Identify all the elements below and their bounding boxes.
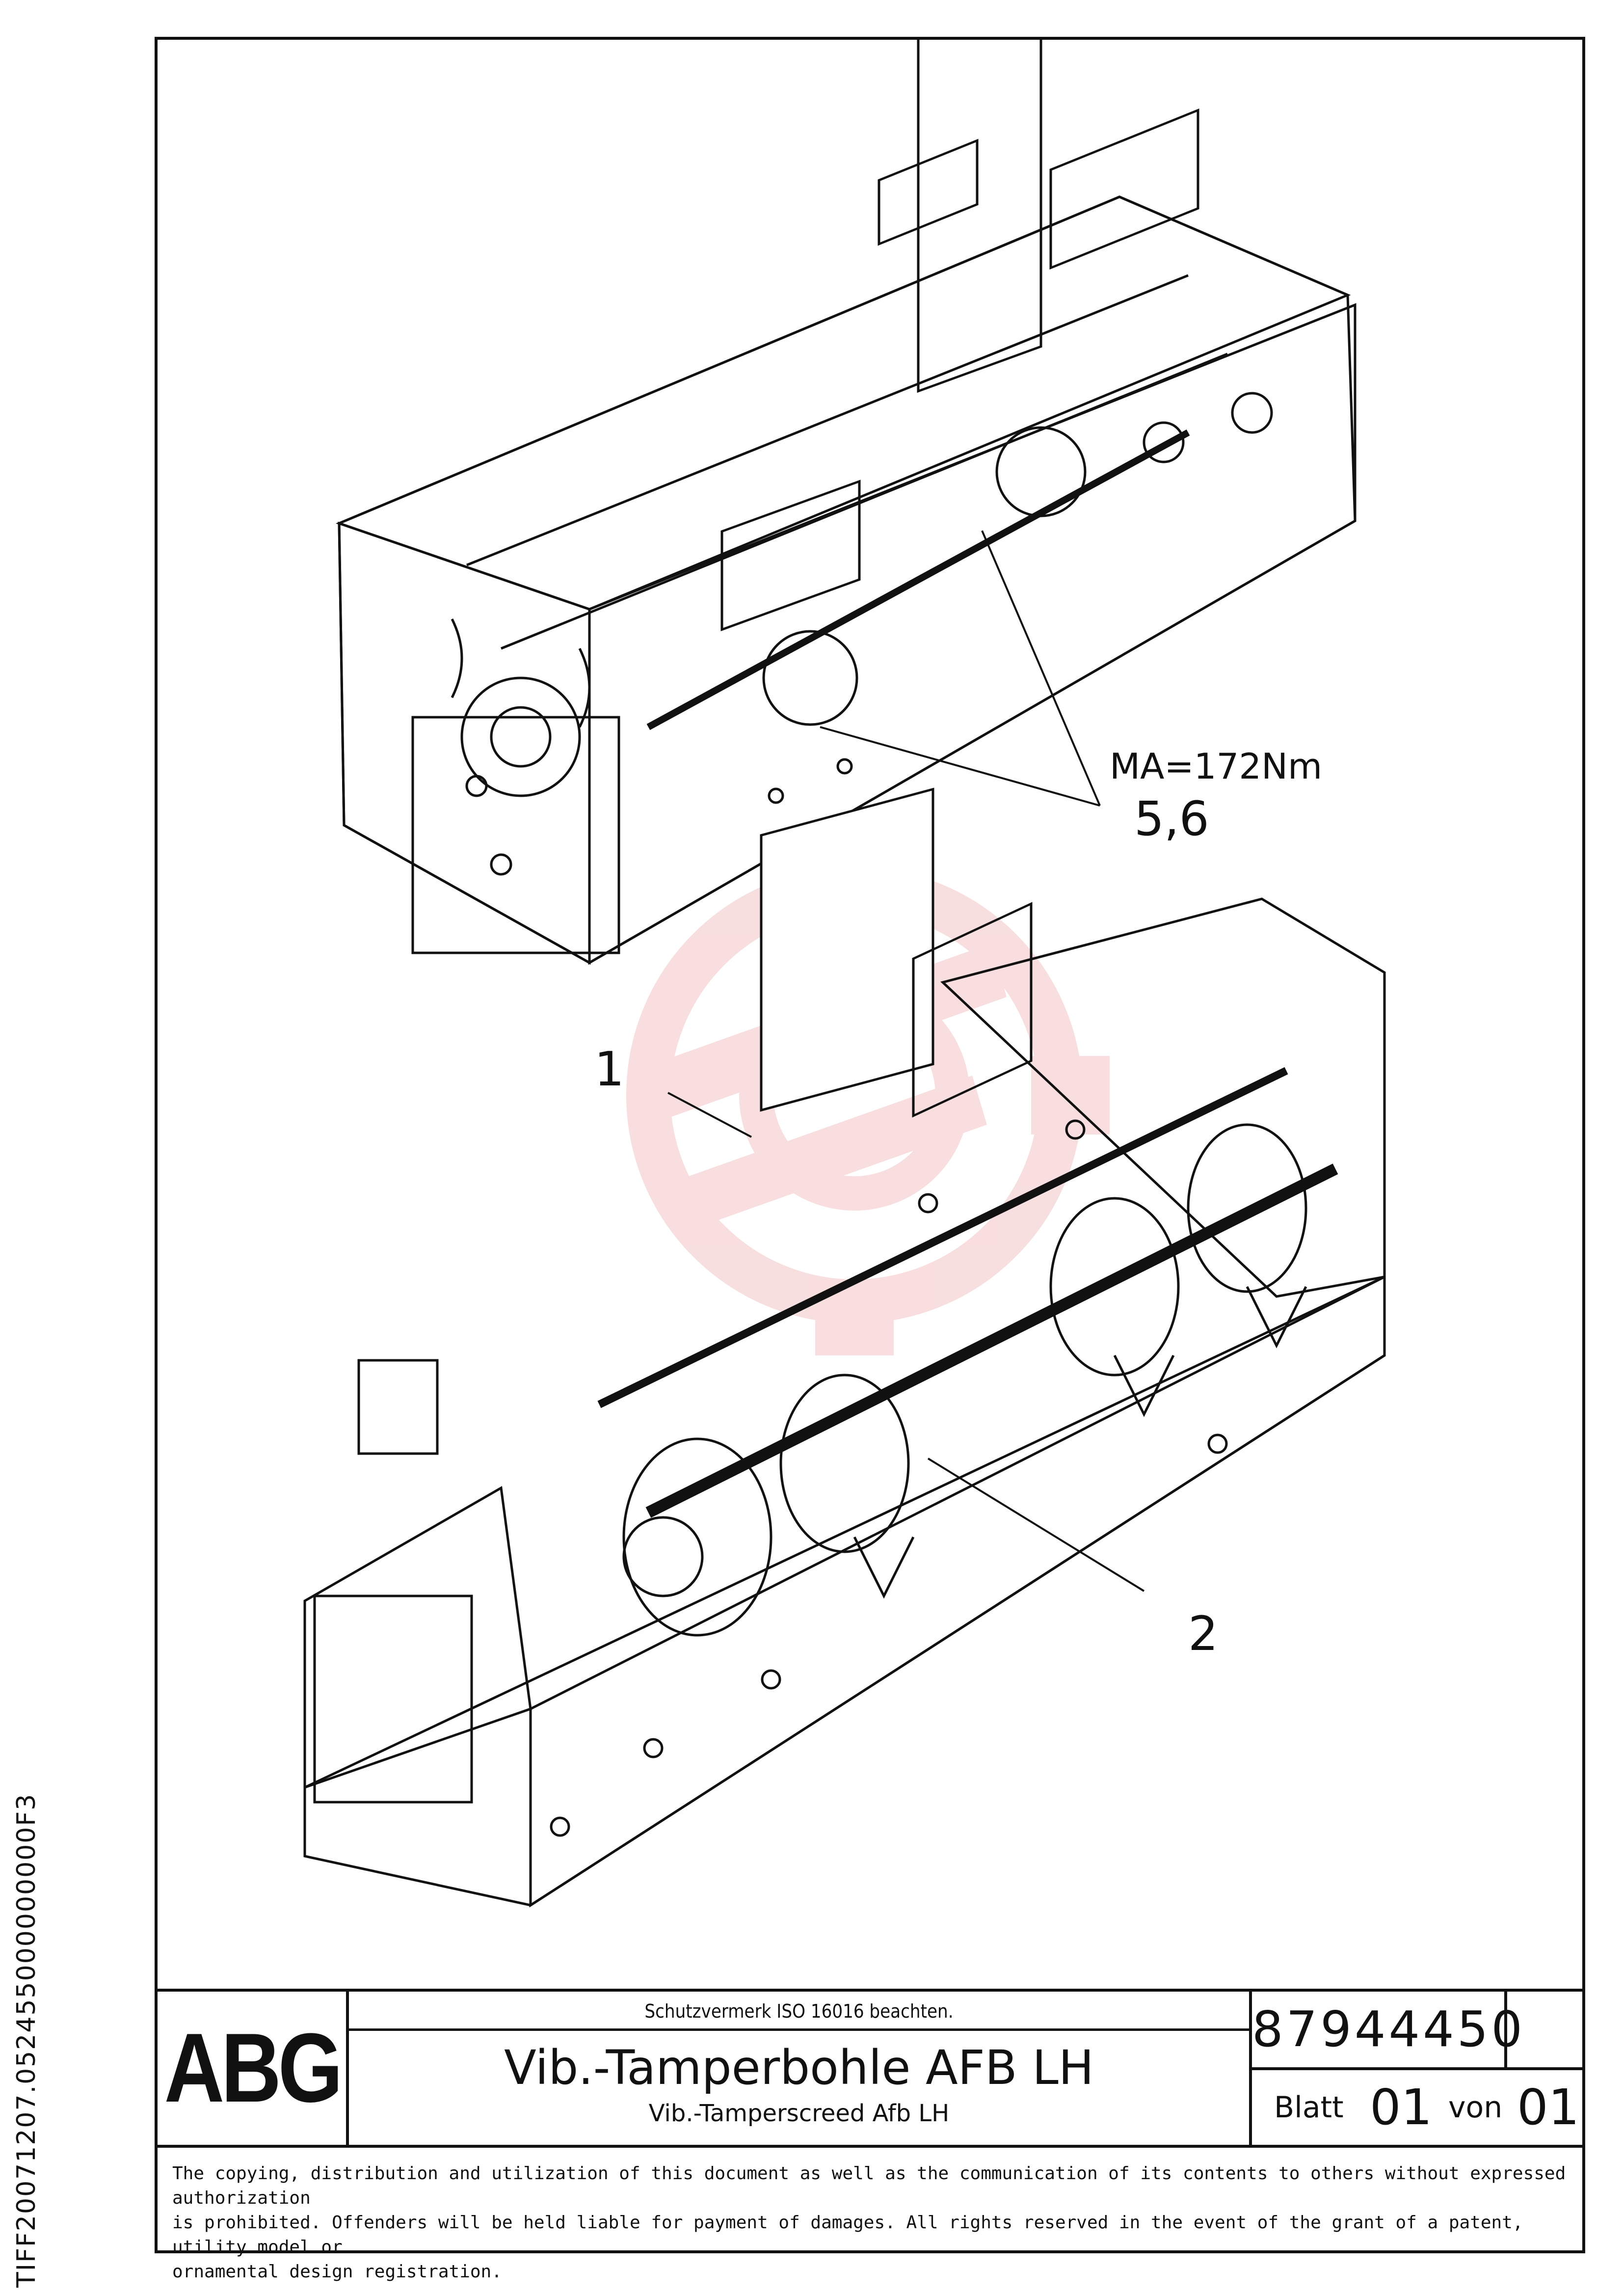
drawing-sheet: MA=172Nm 5,6 — [155, 0, 1585, 2282]
callout-2: 2 — [1188, 1606, 1218, 1661]
technical-drawing: MA=172Nm 5,6 — [158, 0, 1582, 1989]
protection-notice: Schutzvermerk ISO 16016 beachten. — [349, 1992, 1249, 2031]
copyright-line-1: The copying, distribution and utilizatio… — [172, 2163, 1566, 2208]
company-logo: ABG — [158, 1992, 349, 2145]
file-identifier: TIFF20071207.052455000000000F3 — [12, 1793, 41, 2288]
torque-label: MA=172Nm — [1110, 746, 1322, 787]
upper-assembly — [335, 0, 1357, 965]
drawing-title-german: Vib.-Tamperbohle AFB LH — [504, 2040, 1094, 2095]
torque-item-numbers: 5,6 — [1134, 791, 1209, 846]
sheet-label: Blatt — [1274, 2090, 1344, 2125]
drawing-canvas: MA=172Nm 5,6 — [303, 0, 1386, 1908]
drawing-title-english: Vib.-Tamperscreed Afb LH — [648, 2100, 950, 2127]
lower-assembly — [303, 787, 1386, 1908]
logo-text: ABG — [164, 2013, 343, 2123]
sheet-number: 01 — [1370, 2079, 1433, 2136]
torque-leader-lines — [820, 530, 1101, 807]
title-block: ABG Schutzvermerk ISO 16016 beachten. Vi… — [158, 1989, 1582, 2145]
copyright-notice: The copying, distribution and utilizatio… — [158, 2145, 1582, 2282]
callout-1: 1 — [594, 1042, 624, 1097]
document-number-cell: 87944450 Blatt 01 von 01 — [1252, 1992, 1582, 2145]
copyright-line-3: ornamental design registration. — [172, 2262, 502, 2282]
document-number-row: 87944450 — [1252, 1992, 1582, 2070]
title-cell: Schutzvermerk ISO 16016 beachten. Vib.-T… — [349, 1992, 1252, 2145]
document-number: 87944450 — [1252, 1992, 1522, 2067]
sheet-total: 01 — [1517, 2079, 1580, 2136]
callout-leaders — [667, 1092, 1145, 1592]
copyright-line-2: is prohibited. Offenders will be held li… — [172, 2213, 1523, 2257]
sheet-info: Blatt 01 von 01 — [1252, 2070, 1582, 2145]
of-label: von — [1448, 2090, 1503, 2125]
